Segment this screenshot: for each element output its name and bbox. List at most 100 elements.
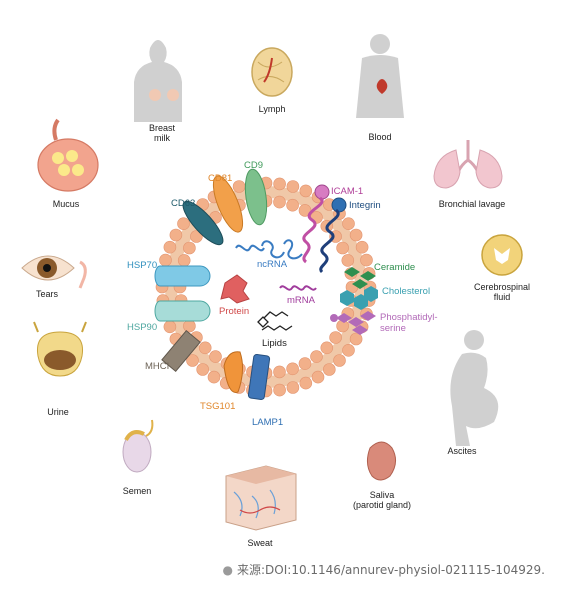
ceramide-label: Ceramide <box>374 262 415 273</box>
ceramide-molecules <box>344 267 376 289</box>
icam1-label: ICAM-1 <box>331 186 363 197</box>
outer-lipid-head <box>322 363 336 376</box>
inner-lipid-head <box>183 241 196 255</box>
outer-lipid-head <box>273 177 286 191</box>
outer-lipid-head <box>159 253 172 267</box>
mrna-cargo <box>279 285 317 291</box>
outer-lipid-head <box>177 217 190 230</box>
inner-lipid-head <box>190 230 203 243</box>
outer-lipid-head <box>186 354 199 367</box>
breast-milk-illustration <box>134 40 182 122</box>
outer-lipid-head <box>286 180 300 193</box>
inner-lipid-head <box>198 341 212 355</box>
cholesterol-label: Cholesterol <box>382 286 430 297</box>
cd9-protein <box>244 168 268 226</box>
protein-label: Protein <box>219 306 249 317</box>
inner-lipid-head <box>310 350 323 363</box>
saliva-illustration <box>366 441 396 481</box>
tears-illustration <box>21 255 87 289</box>
integrin-label: Integrin <box>349 200 381 211</box>
mucus-illustration <box>37 118 99 192</box>
lamp1-label: LAMP1 <box>252 417 283 428</box>
sweat-label: Sweat <box>247 538 273 548</box>
outer-lipid-head <box>355 240 369 254</box>
outer-lipid-head <box>342 343 355 357</box>
outer-lipid-head <box>349 332 363 346</box>
inner-lipid-head <box>336 241 349 255</box>
outer-lipid-head <box>360 253 373 267</box>
saliva-label: Saliva(parotid gland) <box>353 490 411 510</box>
outer-lipid-head <box>232 180 246 193</box>
outer-lipid-head <box>333 354 346 367</box>
outer-lipid-head <box>273 383 286 397</box>
inner-lipid-head <box>183 319 196 333</box>
cd81-label: CD81 <box>208 173 232 184</box>
hsp90-label: HSP90 <box>127 322 157 333</box>
mrna-label: mRNA <box>287 295 316 306</box>
hsp90-protein <box>154 300 211 322</box>
ncrna-cargo <box>235 239 303 260</box>
cd9-label: CD9 <box>244 160 263 171</box>
outer-lipid-head <box>163 240 177 254</box>
tsg101-protein <box>223 351 244 393</box>
hsp70-label: HSP70 <box>127 260 157 271</box>
bronchial-lavage-illustration <box>433 140 503 189</box>
outer-lipid-head <box>299 376 313 390</box>
outer-lipid-head <box>342 217 355 230</box>
inner-lipid-head <box>273 365 286 379</box>
inner-lipid-head <box>320 341 334 355</box>
lymph-label: Lymph <box>259 104 286 114</box>
source-doi: DOI:10.1146/annurev-physiol-021115-10492… <box>265 563 545 577</box>
outer-lipid-head <box>169 228 183 242</box>
ncrna-label: ncRNA <box>257 259 288 270</box>
sweat-illustration <box>225 465 297 531</box>
outer-lipid-head <box>299 184 313 198</box>
inner-lipid-head <box>341 254 355 267</box>
lamp1-protein <box>247 353 271 401</box>
inner-lipid-head <box>286 198 299 212</box>
mucus-label: Mucus <box>53 199 80 209</box>
blood-illustration <box>356 34 404 118</box>
outer-lipid-head <box>311 370 325 384</box>
cd63-label: CD63 <box>171 198 195 209</box>
source-label: 来源: <box>237 563 266 577</box>
cd81-protein <box>212 175 244 233</box>
source-citation: ● 来源:DOI:10.1146/annurev-physiol-021115-1… <box>0 561 545 578</box>
csf-illustration <box>481 234 523 276</box>
phosphatidylserine-label: Phosphatidyl-serine <box>380 312 438 334</box>
mhci-label: MHCI <box>145 361 169 372</box>
ascites-label: Ascites <box>447 446 477 456</box>
semen-illustration <box>122 419 154 473</box>
lymph-illustration <box>251 47 293 97</box>
inner-lipid-head <box>177 254 191 267</box>
inner-lipid-head <box>298 357 312 370</box>
outer-lipid-head <box>349 228 363 242</box>
ascites-illustration <box>450 330 499 446</box>
integrin-protein <box>319 197 347 274</box>
semen-label: Semen <box>123 486 152 496</box>
lipids-cargo <box>257 311 293 331</box>
blood-label: Blood <box>368 132 391 142</box>
cholesterol-molecules <box>340 286 378 310</box>
inner-lipid-head <box>209 350 222 363</box>
inner-lipid-head <box>329 331 342 344</box>
tsg101-label: TSG101 <box>200 401 235 412</box>
phosphatidylserine-molecules <box>330 311 376 335</box>
urine-illustration <box>33 321 87 377</box>
bronchial-lavage-label: Bronchial lavage <box>439 199 506 209</box>
outer-lipid-head <box>163 320 177 334</box>
outer-lipid-head <box>207 370 221 384</box>
bullet-icon: ● <box>222 563 233 577</box>
protein-cargo <box>220 274 250 304</box>
icam1-protein <box>302 184 330 264</box>
tears-label: Tears <box>36 289 59 299</box>
outer-lipid-head <box>286 381 300 394</box>
outer-lipid-head <box>196 363 209 376</box>
inner-lipid-head <box>273 195 286 209</box>
hsp70-protein <box>154 265 211 287</box>
cd63-protein <box>182 200 224 246</box>
mhci-protein <box>161 329 201 373</box>
